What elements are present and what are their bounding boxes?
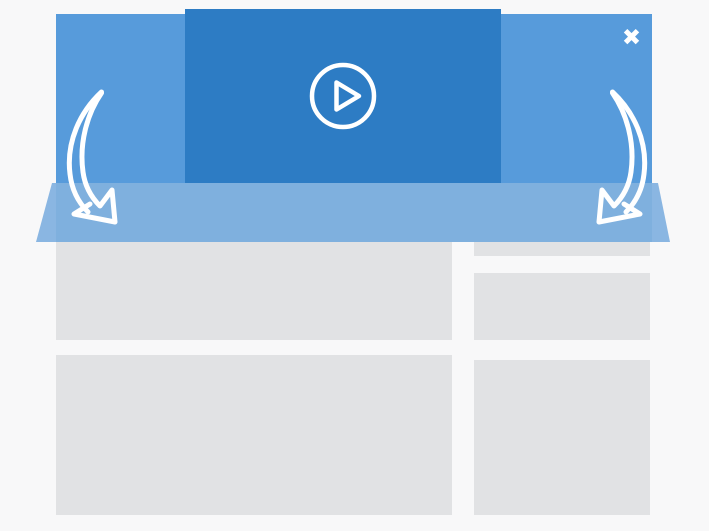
video-player-modal[interactable]: [185, 9, 501, 183]
content-block-main-bottom: [56, 355, 452, 515]
highlight-band: [56, 183, 652, 242]
content-block-side-bottom: [474, 360, 650, 515]
content-block-side-mid: [474, 273, 650, 340]
close-icon[interactable]: ✖: [621, 25, 642, 51]
content-block-main-top: [56, 242, 452, 340]
play-circle-icon[interactable]: [308, 61, 378, 131]
